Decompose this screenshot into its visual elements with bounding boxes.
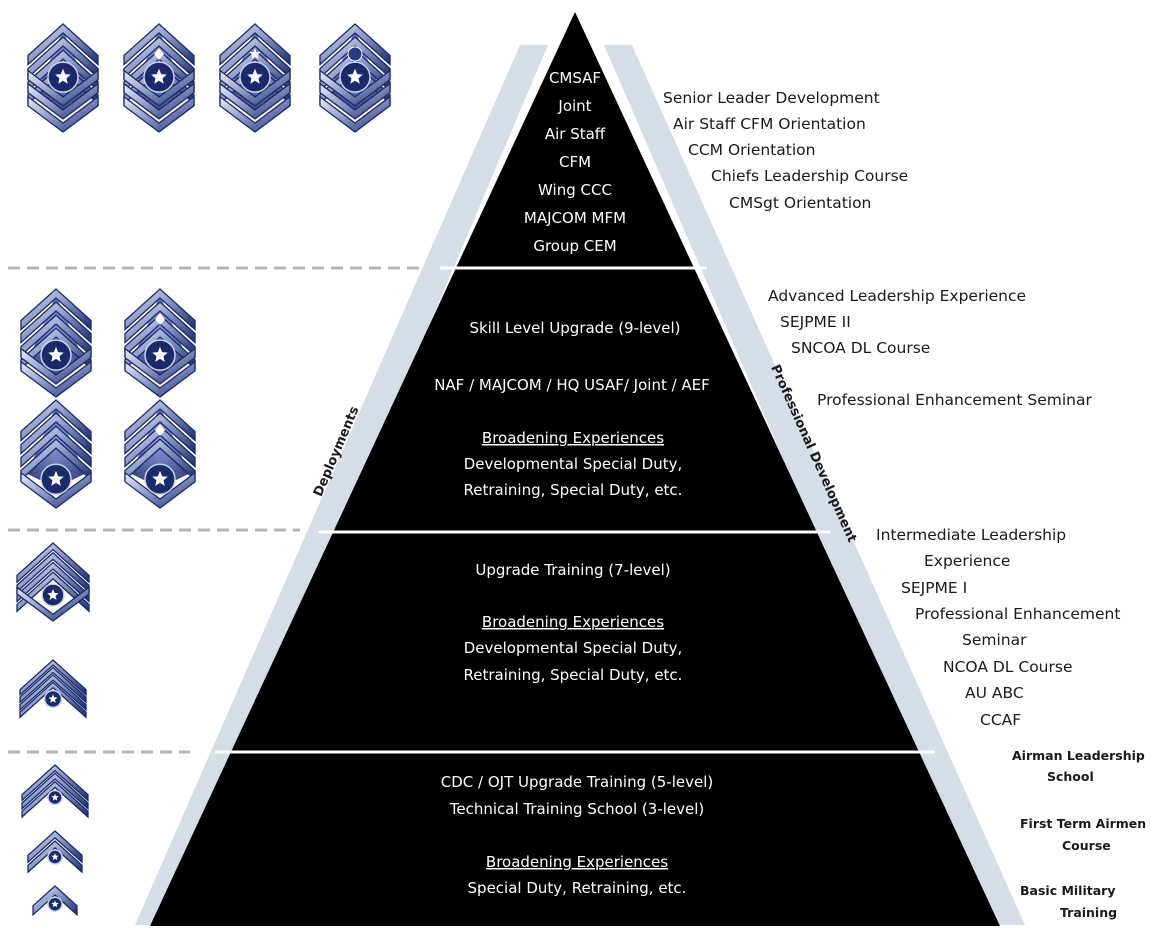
rank-insignia-column bbox=[16, 23, 391, 917]
chief-first-sergeant-stripes-icon bbox=[123, 23, 195, 133]
course-label: Advanced Leadership Experience bbox=[768, 287, 1026, 305]
course-label: Senior Leader Development bbox=[663, 89, 880, 107]
tier2-line: Skill Level Upgrade (9-level) bbox=[469, 319, 680, 337]
tier1-line: Group CEM bbox=[533, 237, 616, 255]
a1c-stripes-icon bbox=[27, 830, 83, 874]
course-label: Air Staff CFM Orientation bbox=[673, 115, 866, 133]
tier2-heading: Broadening Experiences bbox=[482, 429, 664, 447]
course-label: AU ABC bbox=[965, 684, 1024, 702]
tier4-line: CDC / OJT Upgrade Training (5-level) bbox=[441, 773, 713, 791]
course-label: Intermediate Leadership bbox=[876, 526, 1066, 544]
tier1-line: Wing CCC bbox=[538, 181, 612, 199]
tier4-text: CDC / OJT Upgrade Training (5-level) Tec… bbox=[441, 773, 713, 897]
tier1-text: CMSAF Joint Air Staff CFM Wing CCC MAJCO… bbox=[524, 69, 626, 255]
pyramid bbox=[150, 12, 1000, 926]
cmsgt-stripes-icon bbox=[27, 23, 99, 133]
ssgt-stripes-icon bbox=[19, 659, 87, 719]
tier4-line: Special Duty, Retraining, etc. bbox=[468, 879, 687, 897]
tier3-text: Upgrade Training (7-level) Broadening Ex… bbox=[464, 561, 683, 684]
course-label: SEJPME I bbox=[901, 579, 967, 597]
tier2-line: Retraining, Special Duty, etc. bbox=[464, 481, 683, 499]
right-group-ncoa: Intermediate Leadership Experience SEJPM… bbox=[876, 526, 1120, 729]
tier1-line: CMSAF bbox=[549, 69, 601, 87]
course-label: Course bbox=[1062, 838, 1111, 853]
course-label: Experience bbox=[924, 552, 1010, 570]
tier1-line: Joint bbox=[557, 97, 591, 115]
course-label: Airman Leadership bbox=[1012, 748, 1145, 763]
cmsaf-stripes-icon bbox=[319, 23, 391, 133]
tier3-line: Retraining, Special Duty, etc. bbox=[464, 666, 683, 684]
right-group-airman: Airman Leadership School First Term Airm… bbox=[1012, 748, 1146, 920]
tier2-line: NAF / MAJCOM / HQ USAF/ Joint / AEF bbox=[434, 376, 710, 394]
professional-development-band bbox=[604, 45, 1025, 925]
smsgt-first-sergeant-stripes-icon bbox=[124, 288, 196, 398]
course-label: SEJPME II bbox=[780, 313, 851, 331]
tier4-line: Technical Training School (3-level) bbox=[449, 800, 705, 818]
smsgt-stripes-icon bbox=[20, 288, 92, 398]
course-label: Chiefs Leadership Course bbox=[711, 167, 908, 185]
course-label: CCM Orientation bbox=[688, 141, 815, 159]
course-label: NCOA DL Course bbox=[943, 658, 1073, 676]
tier3-heading: Broadening Experiences bbox=[482, 613, 664, 631]
course-label: Professional Enhancement Seminar bbox=[817, 391, 1092, 409]
tier1-line: MAJCOM MFM bbox=[524, 209, 626, 227]
course-label: Basic Military bbox=[1020, 883, 1115, 898]
command-chief-stripes-icon bbox=[219, 23, 291, 133]
course-label: Professional Enhancement bbox=[915, 605, 1120, 623]
tier1-line: CFM bbox=[559, 153, 591, 171]
course-label: CCAF bbox=[980, 711, 1021, 729]
course-label: School bbox=[1047, 769, 1094, 784]
tier3-line: Upgrade Training (7-level) bbox=[475, 561, 670, 579]
msgt-stripes-icon bbox=[20, 399, 92, 509]
course-label: SNCOA DL Course bbox=[791, 339, 930, 357]
right-group-senior: Senior Leader Development Air Staff CFM … bbox=[663, 89, 908, 212]
tier3-line: Developmental Special Duty, bbox=[464, 639, 683, 657]
sra-stripes-icon bbox=[21, 764, 89, 819]
tsgt-stripes-icon bbox=[16, 542, 90, 622]
msgt-first-sergeant-stripes-icon bbox=[124, 399, 196, 509]
tier2-line: Developmental Special Duty, bbox=[464, 455, 683, 473]
course-label: Training bbox=[1060, 905, 1117, 920]
course-label: Seminar bbox=[962, 631, 1027, 649]
deployments-band bbox=[135, 45, 548, 925]
amn-stripe-icon bbox=[32, 885, 78, 917]
tier1-line: Air Staff bbox=[545, 125, 606, 143]
right-group-sncoa: Advanced Leadership Experience SEJPME II… bbox=[768, 287, 1092, 409]
tier2-text: Skill Level Upgrade (9-level) NAF / MAJC… bbox=[434, 319, 710, 499]
tier4-heading: Broadening Experiences bbox=[486, 853, 668, 871]
course-label: CMSgt Orientation bbox=[729, 194, 871, 212]
course-label: First Term Airmen bbox=[1020, 816, 1146, 831]
